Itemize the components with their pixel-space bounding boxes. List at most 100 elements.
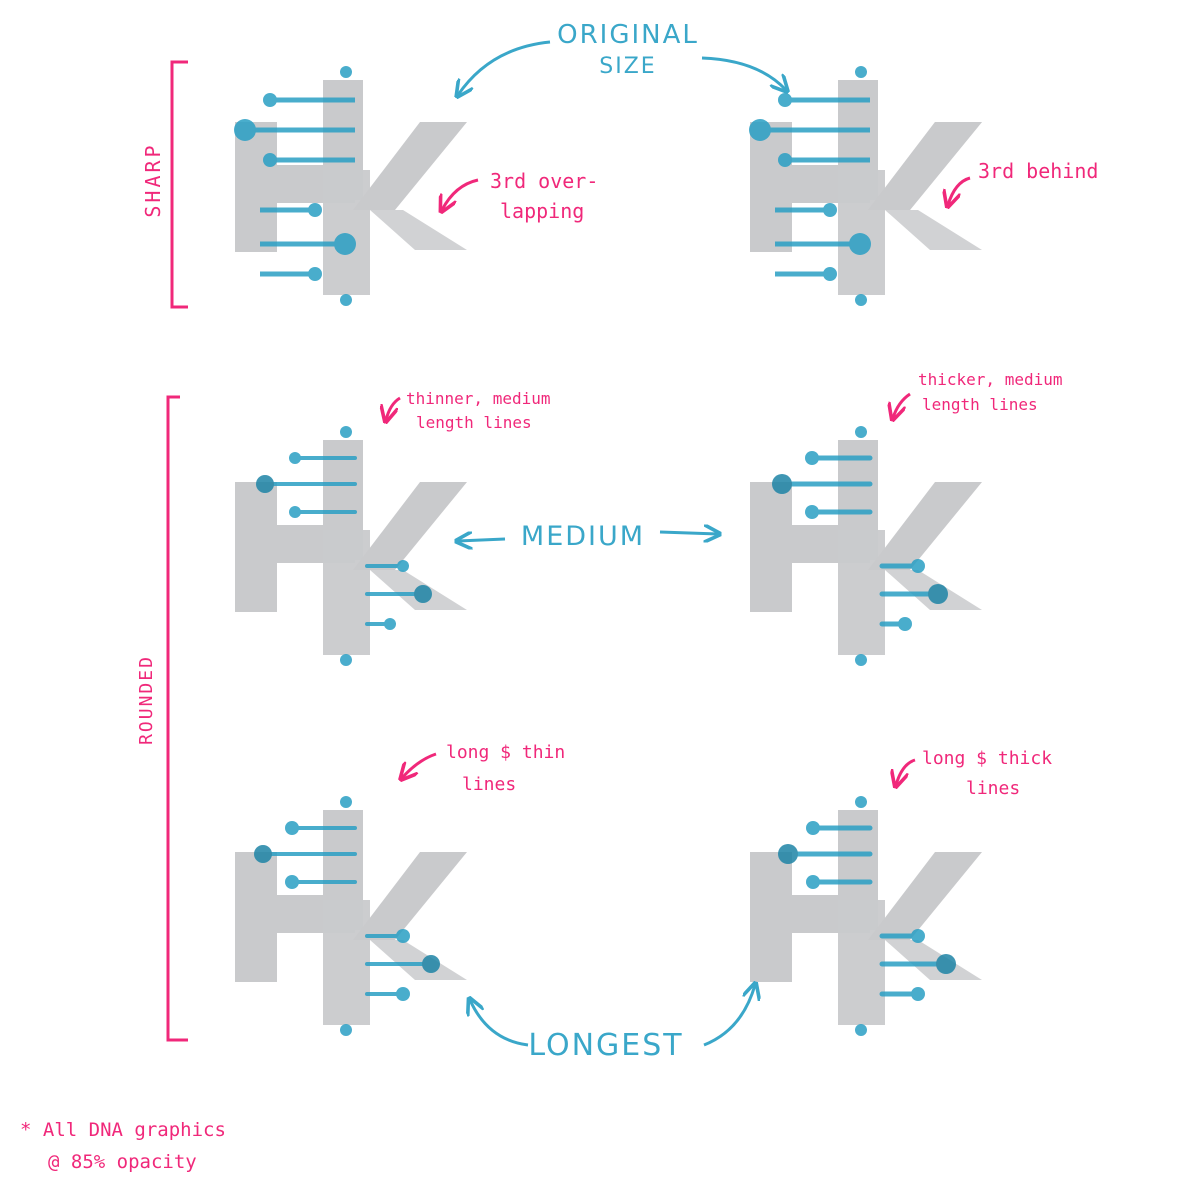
logo-rounded-medium-thin [235, 426, 467, 666]
k-lower-arm [370, 940, 467, 980]
dna-top-dot [340, 426, 352, 438]
dna-lower-dot [397, 560, 409, 572]
logo-sharp-behind [749, 66, 982, 306]
note-arrow-long-right [896, 758, 916, 785]
logo-sharp-overlapping [234, 66, 467, 306]
k-stem [838, 530, 885, 655]
longest-label: LONGEST [528, 1028, 683, 1063]
k-upper-arm [353, 852, 467, 940]
note-arrow-long-left [402, 752, 437, 778]
note-medium-thick-line2: length lines [922, 395, 1038, 414]
arrow-medium-right [659, 532, 718, 534]
dna-lower-dot [911, 559, 925, 573]
arrow-original-left [458, 40, 551, 95]
dna-lower-dot [422, 955, 440, 973]
note-arrow-medium-left [386, 396, 401, 420]
logo-rounded-medium-thick [750, 426, 982, 666]
dna-lower-dot [414, 585, 432, 603]
dna-top-dot [855, 796, 867, 808]
dna-lower-dot [334, 233, 356, 255]
dna-lower-dot [396, 987, 410, 1001]
dna-upper-dot [772, 474, 792, 494]
dna-upper-dot [749, 119, 771, 141]
footnote-line2: @ 85% opacity [48, 1151, 197, 1173]
dna-upper-dot [234, 119, 256, 141]
arrow-original-right [701, 56, 786, 90]
dna-bottom-dot [340, 294, 352, 306]
dna-upper-dot [806, 875, 820, 889]
sharp-bracket [170, 60, 188, 309]
k-upper-arm [868, 852, 982, 940]
original-size-label: ORIGINAL [557, 20, 699, 50]
dna-lower-dot [928, 584, 948, 604]
dna-graphic [749, 66, 871, 306]
note-long-thin-line1: long $ thin [446, 742, 565, 763]
dna-upper-dot [806, 821, 820, 835]
dna-lower-dot [384, 618, 396, 630]
k-stem [323, 170, 370, 295]
logo-rounded-long-thick [750, 796, 982, 1036]
note-medium-thin-line1: thinner, medium [406, 389, 551, 408]
dna-bottom-dot [855, 1024, 867, 1036]
note-arrow-sharp-right [948, 176, 971, 205]
dna-upper-dot [256, 475, 274, 493]
dna-bottom-dot [855, 294, 867, 306]
note-long-thick-line1: long $ thick [922, 748, 1052, 769]
k-stem [838, 900, 885, 1025]
dna-lower-dot [823, 203, 837, 217]
original-size-label-line2: SIZE [599, 54, 656, 79]
sharp-group-label: SHARP [141, 142, 165, 217]
k-stem [838, 170, 885, 295]
dna-graphic [254, 796, 440, 1036]
dna-upper-dot [254, 845, 272, 863]
dna-graphic [772, 426, 948, 666]
dna-bottom-dot [340, 1024, 352, 1036]
dna-lower-dot [898, 617, 912, 631]
arrow-longest-right [703, 985, 755, 1047]
dna-graphic [234, 66, 356, 306]
medium-label: MEDIUM [521, 521, 645, 552]
note-sharp-behind: 3rd behind [978, 159, 1098, 183]
dna-top-dot [340, 796, 352, 808]
arrow-medium-left [458, 539, 506, 541]
dna-upper-dot [805, 505, 819, 519]
arrow-longest-left [470, 1000, 529, 1047]
note-sharp-overlapping-line1: 3rd over- [490, 169, 598, 193]
footnote-line1: * All DNA graphics [20, 1119, 226, 1141]
dna-graphic [256, 426, 432, 666]
k-arm-overlay [868, 122, 982, 210]
note-long-thick-line2: lines [966, 778, 1020, 799]
dna-graphic [778, 796, 956, 1036]
logo-rounded-long-thin [235, 796, 467, 1036]
note-long-thin-line2: lines [462, 774, 516, 795]
dna-lower-dot [911, 987, 925, 1001]
dna-lower-dot [308, 203, 322, 217]
k-stem [323, 900, 370, 1025]
rounded-group-label: ROUNDED [136, 655, 157, 745]
k-upper-arm [868, 482, 982, 570]
dna-bottom-dot [340, 654, 352, 666]
dna-lower-dot [849, 233, 871, 255]
dna-lower-dot [823, 267, 837, 281]
dna-upper-dot [285, 821, 299, 835]
dna-lower-dot [308, 267, 322, 281]
k-upper-arm [353, 482, 467, 570]
dna-upper-dot [263, 93, 277, 107]
k-lower-arm [885, 940, 982, 980]
dna-upper-dot [289, 506, 301, 518]
dna-upper-dot [285, 875, 299, 889]
dna-upper-dot [289, 452, 301, 464]
note-arrow-medium-right [893, 392, 911, 418]
note-medium-thick-line1: thicker, medium [918, 370, 1063, 389]
k-upper-arm [353, 122, 467, 210]
dna-lower-dot [936, 954, 956, 974]
dna-lower-dot [911, 929, 925, 943]
dna-lower-dot [396, 929, 410, 943]
dna-top-dot [855, 66, 867, 78]
k-stem [323, 530, 370, 655]
note-medium-thin-line2: length lines [416, 413, 532, 432]
rounded-bracket [166, 395, 188, 1042]
k-lower-arm [885, 210, 982, 250]
note-sharp-overlapping-line2: lapping [500, 199, 584, 223]
dna-upper-dot [778, 844, 798, 864]
